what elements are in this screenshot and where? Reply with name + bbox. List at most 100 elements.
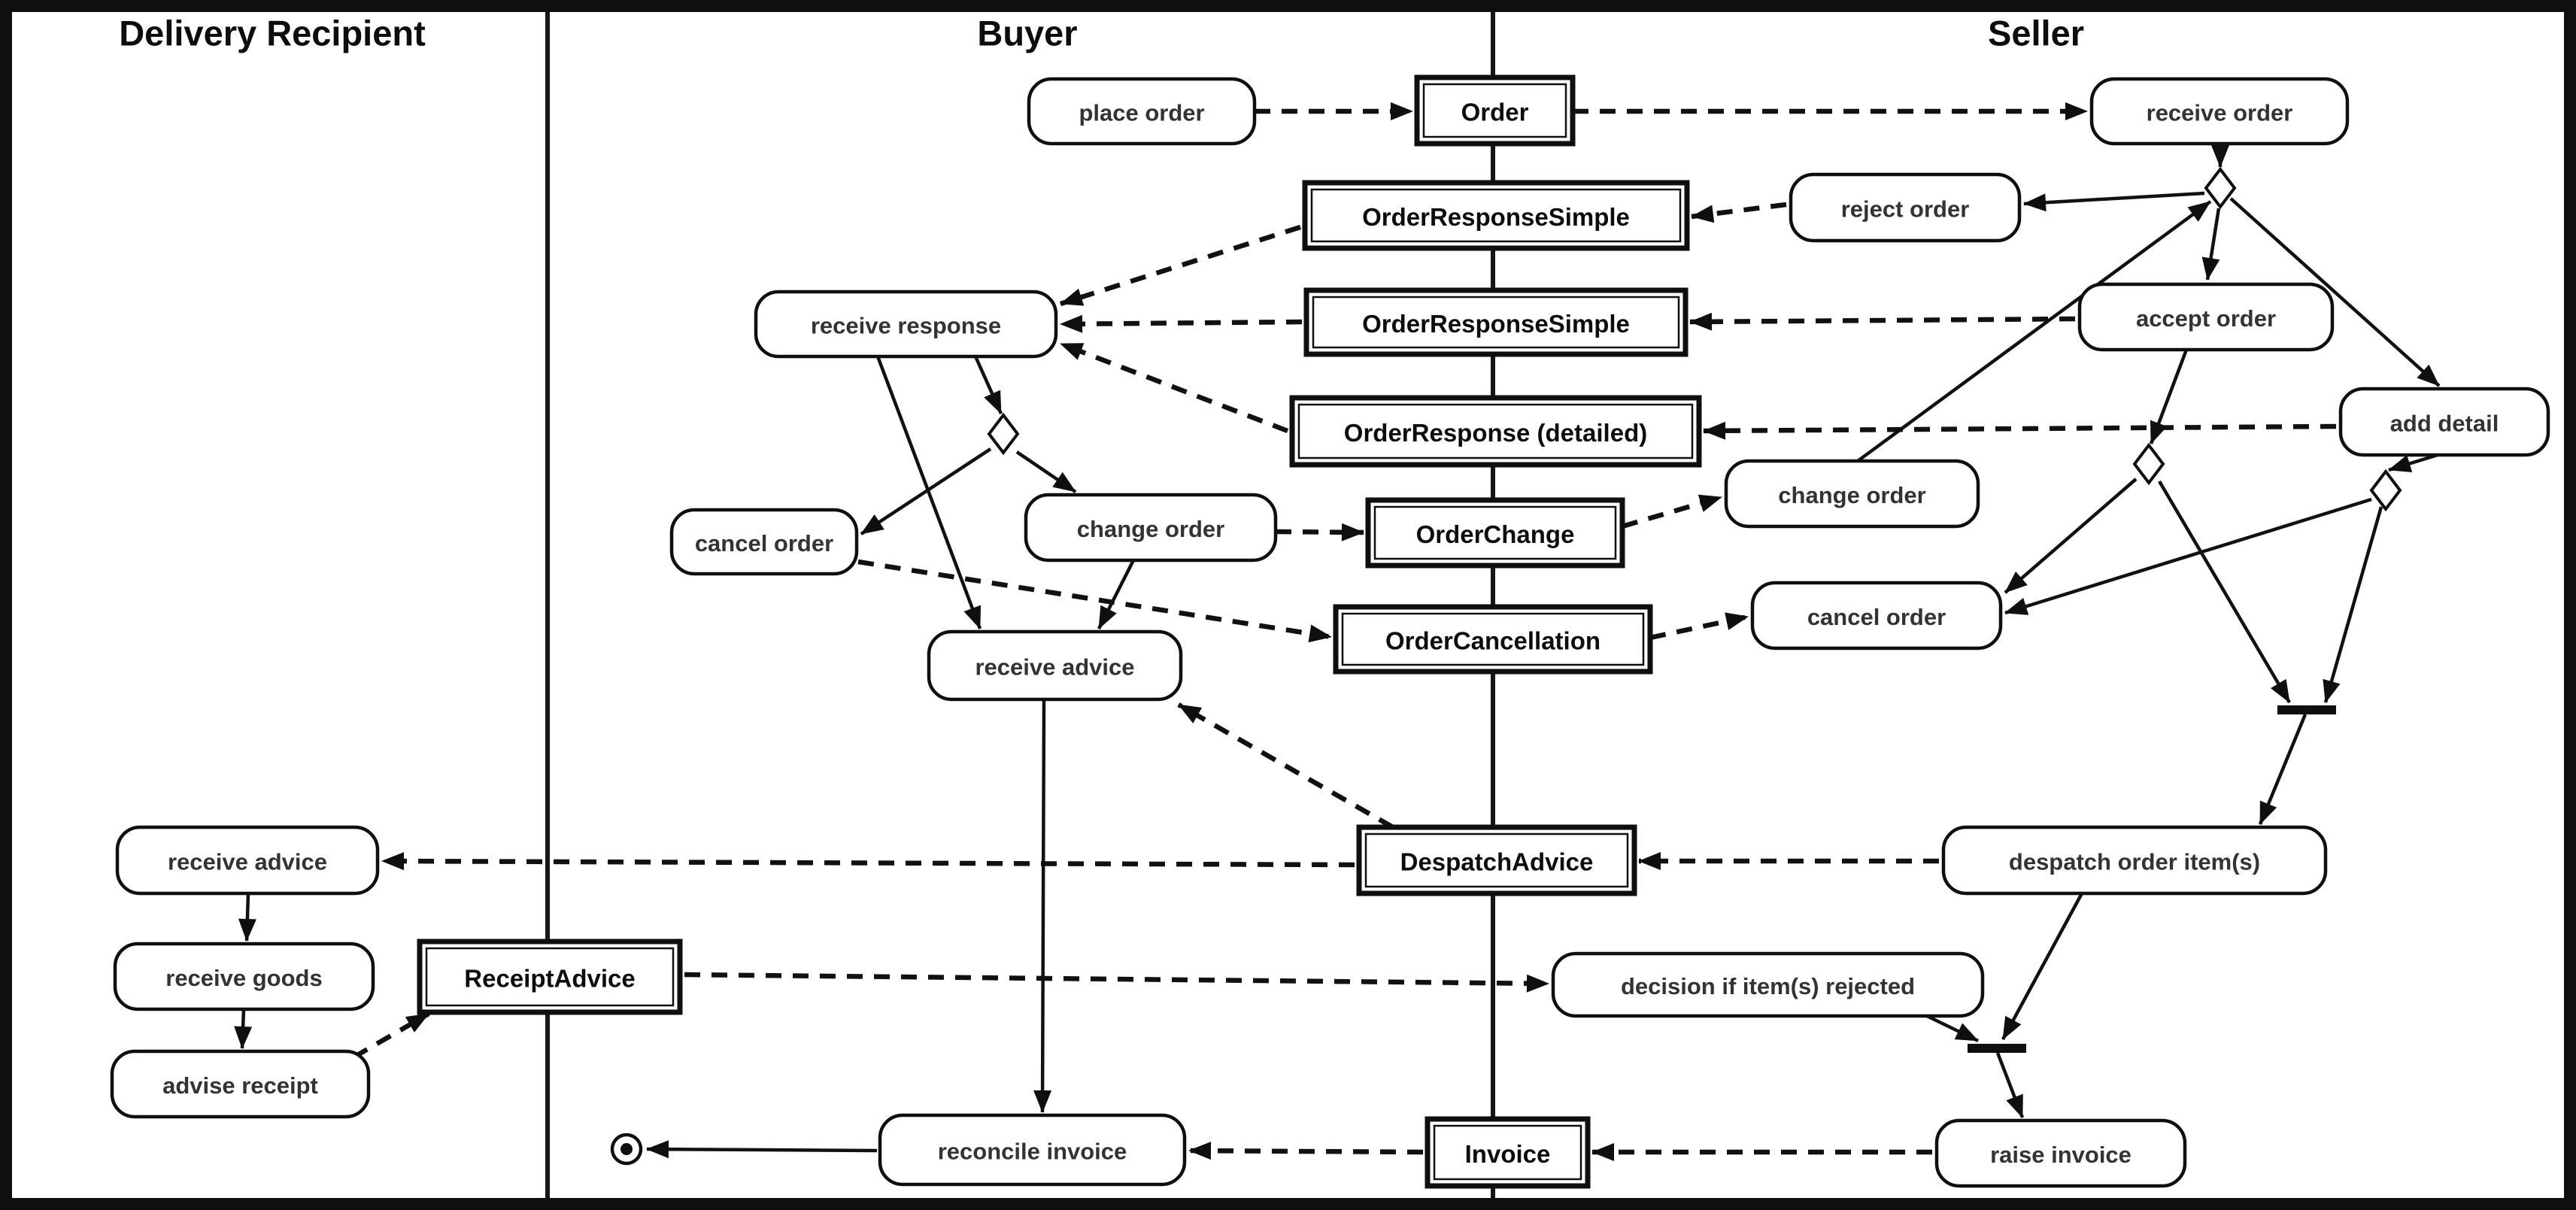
label-change-order-buyer: change order <box>1077 516 1224 542</box>
decision-diamond <box>2204 166 2237 210</box>
document-order-doc: Order <box>1414 74 1576 147</box>
edge-add-detail-to-order-response-detailed <box>1703 421 2337 440</box>
label-reject-order: reject order <box>1841 196 1970 223</box>
activity-change-order-seller: change order <box>1724 459 1980 529</box>
label-despatch-order-items: despatch order item(s) <box>2009 849 2260 875</box>
edge-receipt-advice-to-decision-if-items-rejected <box>684 972 1549 993</box>
activity-add-detail: add detail <box>2338 387 2550 457</box>
edge-decision-to-accept-order <box>2201 208 2221 281</box>
label-order-response-simple-1: OrderResponseSimple <box>1362 203 1630 231</box>
label-receive-advice-buyer: receive advice <box>975 654 1134 681</box>
edge-receive-response-to-decision-4 <box>973 356 1003 414</box>
edge-order-cancellation-to-cancel-order-seller <box>1649 612 1749 641</box>
edge-receive-response-to-receive-advice-buyer <box>875 356 982 629</box>
label-receipt-advice: ReceiptAdvice <box>464 965 635 993</box>
edge-decision-4-to-change-order-buyer <box>1015 450 1077 493</box>
decision-decision-after-accept-order <box>2132 442 2165 486</box>
edge-receive-advice-recipient-to-receive-goods <box>238 893 256 942</box>
join-bar <box>2277 705 2336 714</box>
activity-despatch-order-items: despatch order item(s) <box>1941 825 2328 896</box>
edge-join-bar-2-to-raise-invoice <box>1995 1052 2025 1118</box>
decision-decision-after-receive-order <box>2204 166 2237 210</box>
activity-receive-order: receive order <box>2089 77 2350 146</box>
edge-order-response-simple-1-to-receive-response <box>1060 224 1301 307</box>
edge-reconcile-invoice-to-final-node <box>646 1140 878 1159</box>
edge-decision-4-to-cancel-order-buyer <box>860 447 992 535</box>
activity-receive-response: receive response <box>754 290 1058 359</box>
edge-invoice-to-reconcile-invoice <box>1188 1142 1424 1160</box>
edge-change-order-seller-to-decision <box>1856 200 2212 462</box>
edge-accept-order-to-order-response-simple-2 <box>1689 312 2076 331</box>
label-receive-order: receive order <box>2147 100 2293 126</box>
edge-change-order-buyer-to-receive-advice-buyer <box>1097 559 1136 630</box>
activity-change-order-buyer: change order <box>1024 493 1278 563</box>
activity-cancel-order-seller: cancel order <box>1750 581 2003 650</box>
activity-raise-invoice: raise invoice <box>1934 1118 2187 1188</box>
final-node-dot <box>620 1143 633 1155</box>
document-receipt-advice: ReceiptAdvice <box>417 939 683 1015</box>
label-receive-goods: receive goods <box>165 965 322 991</box>
label-order-response-simple-2: OrderResponseSimple <box>1362 310 1630 338</box>
label-raise-invoice: raise invoice <box>1990 1142 2131 1168</box>
lane-header-1: Delivery Recipient <box>119 14 426 53</box>
edge-order-response-simple-2-to-receive-response <box>1060 314 1303 333</box>
edge-accept-order-to-decision-2 <box>2149 349 2189 444</box>
activity-accept-order: accept order <box>2077 282 2335 352</box>
join-bar <box>1968 1044 2026 1053</box>
label-order-change: OrderChange <box>1416 520 1575 548</box>
label-cancel-order-buyer: cancel order <box>695 530 833 556</box>
label-order-response-detailed: OrderResponse (detailed) <box>1344 419 1647 447</box>
label-reconcile-invoice: reconcile invoice <box>938 1139 1127 1165</box>
document-despatch-advice: DespatchAdvice <box>1356 824 1637 896</box>
edge-decision-to-add-detail <box>2229 197 2441 387</box>
document-order-response-detailed: OrderResponse (detailed) <box>1289 395 1702 468</box>
activity-place-order: place order <box>1027 77 1257 146</box>
edge-add-detail-to-decision-3 <box>2388 453 2438 472</box>
edge-receive-goods-to-advise-receipt <box>234 1008 253 1049</box>
activity-reject-order: reject order <box>1789 172 2022 243</box>
activity-cancel-order-buyer: cancel order <box>669 508 859 576</box>
lane-header-2: Buyer <box>977 14 1077 53</box>
edge-despatch-advice-to-receive-advice-buyer <box>1177 702 1394 829</box>
document-order-change: OrderChange <box>1365 497 1625 569</box>
label-order-doc: Order <box>1461 99 1529 126</box>
decision-decision-after-add-detail <box>2369 469 2402 512</box>
label-order-cancellation: OrderCancellation <box>1385 627 1601 655</box>
final-final-node <box>610 1133 643 1166</box>
label-invoice-doc: Invoice <box>1465 1140 1551 1168</box>
label-advise-receipt: advise receipt <box>162 1072 318 1099</box>
edge-order-change-to-change-order-seller <box>1622 494 1722 529</box>
document-order-response-simple-2: OrderResponseSimple <box>1303 287 1689 357</box>
edge-decision-2-to-join-bar-1 <box>2158 480 2291 704</box>
label-add-detail: add detail <box>2390 411 2499 437</box>
edge-decision-3-to-join-bar-1 <box>2323 506 2383 703</box>
lane-header-3: Seller <box>1988 14 2084 53</box>
edge-decision-to-reject-order <box>2023 191 2205 212</box>
activity-receive-advice-recipient: receive advice <box>115 825 380 896</box>
edge-receive-advice-buyer-to-reconcile-invoice <box>1033 699 1052 1113</box>
join-join-bar-1 <box>2277 705 2336 714</box>
label-cancel-order-seller: cancel order <box>1807 604 1946 630</box>
label-despatch-advice: DespatchAdvice <box>1400 848 1594 876</box>
decision-diamond <box>987 412 1020 456</box>
activity-advise-receipt: advise receipt <box>110 1049 371 1119</box>
edge-join-bar-1-to-despatch-order-items <box>2258 714 2307 825</box>
document-order-response-simple-1: OrderResponseSimple <box>1302 180 1690 251</box>
join-join-bar-2 <box>1968 1044 2026 1053</box>
activity-receive-advice-buyer: receive advice <box>927 629 1183 702</box>
label-place-order: place order <box>1079 100 1204 126</box>
document-invoice-doc: Invoice <box>1425 1116 1591 1189</box>
edge-order-response-detailed-to-receive-response <box>1059 341 1289 434</box>
decision-decision-after-receive-response <box>987 412 1020 456</box>
label-accept-order: accept order <box>2136 305 2276 332</box>
label-receive-advice-recipient: receive advice <box>168 849 327 875</box>
label-receive-response: receive response <box>811 313 1001 339</box>
edge-decision-if-items-rejected-to-join-bar-2 <box>1926 1014 1979 1043</box>
decision-diamond <box>2369 469 2402 512</box>
edge-decision-2-to-cancel-order-seller <box>2004 478 2138 594</box>
label-change-order-seller: change order <box>1778 482 1925 508</box>
activity-receive-goods: receive goods <box>113 942 375 1011</box>
